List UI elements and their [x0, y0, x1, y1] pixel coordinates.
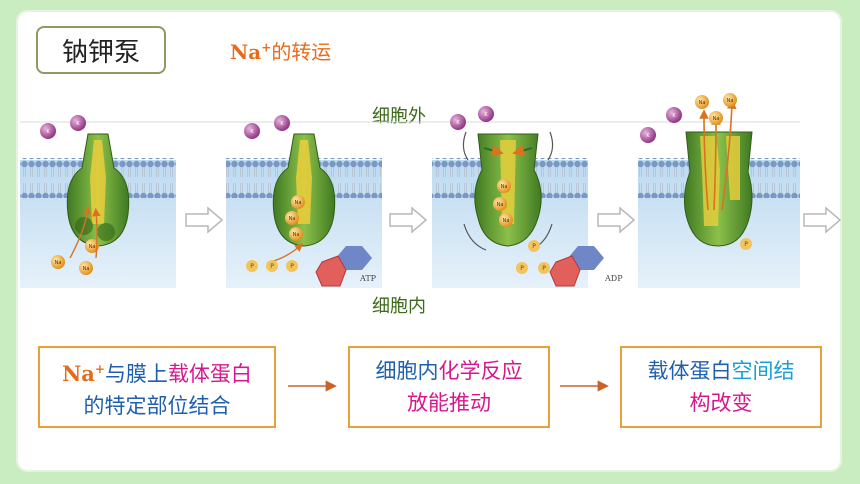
step-2-text-b: 化学反应	[438, 359, 523, 383]
svg-text:K: K	[280, 121, 284, 127]
svg-text:P: P	[270, 263, 274, 270]
step-1-sup: +	[94, 361, 105, 376]
subtitle-ion: Na	[230, 40, 262, 64]
k-ions: K K K K K K K K	[40, 106, 682, 143]
svg-text:K: K	[250, 129, 254, 135]
subtitle: Na+的转运	[230, 36, 331, 65]
step-1-text-c: 的特定部位结合	[83, 393, 231, 418]
svg-text:K: K	[484, 112, 488, 118]
svg-text:Na: Na	[727, 98, 734, 104]
svg-text:Na: Na	[295, 200, 302, 206]
svg-text:P: P	[542, 265, 546, 272]
svg-text:Na: Na	[503, 218, 510, 224]
step-3-text-b: 空间结	[731, 359, 795, 383]
label-inside: 细胞内	[372, 296, 426, 317]
panel-3	[432, 126, 604, 288]
subtitle-sup: +	[261, 40, 272, 55]
atp-label: ATP	[359, 274, 377, 283]
svg-text:K: K	[46, 129, 50, 135]
svg-text:K: K	[76, 121, 80, 127]
step-3-text-c: 构改变	[689, 391, 753, 415]
step-3-line-2: 构改变	[622, 387, 820, 419]
svg-text:P: P	[250, 263, 254, 270]
panel-4	[638, 99, 800, 288]
step-box-1: Na+与膜上载体蛋白 的特定部位结合	[38, 346, 276, 428]
step-2-line-1: 细胞内化学反应	[350, 355, 548, 387]
subtitle-text: 的转运	[271, 40, 332, 64]
step-1-line-1: Na+与膜上载体蛋白	[40, 353, 274, 390]
svg-text:Na: Na	[293, 232, 300, 238]
step-2-line-2: 放能推动	[350, 387, 548, 419]
step-box-2: 细胞内化学反应 放能推动	[348, 346, 550, 428]
step-box-3: 载体蛋白空间结 构改变	[620, 346, 822, 428]
step-3-line-1: 载体蛋白空间结	[622, 355, 820, 387]
phosphates: P P P P P P P	[246, 238, 752, 274]
svg-text:P: P	[532, 243, 536, 250]
svg-text:P: P	[744, 241, 748, 248]
svg-text:Na: Na	[89, 244, 96, 250]
step-1-line-2: 的特定部位结合	[40, 390, 274, 422]
title-text: 钠钾泵	[61, 37, 140, 68]
svg-text:K: K	[456, 120, 460, 126]
svg-text:Na: Na	[55, 260, 62, 266]
step-1-text-a: 与膜上	[104, 361, 168, 386]
adp-label: ADP	[604, 274, 623, 283]
svg-text:Na: Na	[501, 184, 508, 190]
svg-text:K: K	[646, 133, 650, 139]
svg-text:Na: Na	[699, 100, 706, 106]
svg-text:P: P	[520, 265, 524, 272]
svg-text:Na: Na	[289, 216, 296, 222]
svg-text:Na: Na	[497, 202, 504, 208]
step-2-text-c: 放能推动	[407, 391, 491, 415]
step-2-text-a: 细胞内	[375, 359, 439, 383]
process-arrows	[185, 206, 842, 234]
svg-text:Na: Na	[83, 266, 90, 272]
step-1-na: Na	[62, 360, 95, 386]
step-1-text-b: 载体蛋白	[167, 361, 252, 386]
step-3-text-a: 载体蛋白	[647, 359, 732, 383]
svg-text:P: P	[290, 263, 294, 270]
svg-text:K: K	[672, 113, 676, 119]
na-ions: Na Na Na Na Na Na Na Na Na Na Na Na	[51, 93, 737, 275]
slide-title: 钠钾泵	[36, 26, 166, 74]
panel-1	[20, 126, 176, 288]
svg-text:Na: Na	[713, 116, 720, 122]
